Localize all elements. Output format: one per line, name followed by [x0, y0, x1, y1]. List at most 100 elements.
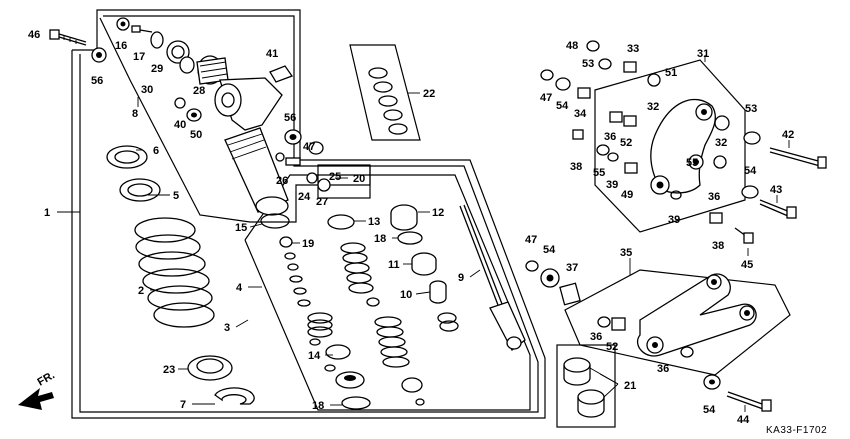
callout-12: 12	[432, 207, 444, 219]
callout-31: 31	[697, 48, 709, 60]
callout-36d: 36	[657, 363, 669, 375]
callout-30: 30	[141, 84, 153, 96]
callout-32b: 32	[715, 137, 727, 149]
callout-43: 43	[770, 184, 782, 196]
lock-ring-5	[119, 178, 161, 202]
linkage-bushings	[540, 40, 761, 224]
callout-51: 51	[665, 67, 677, 79]
stopper-7	[214, 387, 255, 405]
callout-18b: 18	[312, 400, 324, 412]
parts	[18, 17, 827, 418]
callout-17: 17	[133, 51, 145, 63]
callout-29: 29	[151, 63, 163, 75]
drawing-code: KA33-F1702	[766, 425, 827, 436]
callout-40: 40	[174, 119, 186, 131]
small-washers-28-40-50	[174, 97, 202, 122]
callout-46: 46	[28, 29, 40, 41]
callout-56b: 56	[284, 112, 296, 124]
callout-54d: 54	[703, 404, 716, 416]
callout-3: 3	[224, 322, 230, 334]
bushing-set-21	[563, 357, 605, 418]
bolt-46	[49, 29, 87, 46]
callout-55b: 55	[686, 157, 698, 169]
linkage-rod-35	[636, 273, 757, 357]
callout-50: 50	[190, 129, 202, 141]
linkage-pivot-parts	[525, 260, 581, 306]
callout-14: 14	[308, 350, 321, 362]
spring-seat-23	[187, 355, 233, 381]
callout-45: 45	[741, 259, 753, 271]
bolts-42-43-45	[734, 147, 827, 244]
spring-2	[134, 217, 215, 328]
callout-48: 48	[566, 40, 578, 52]
callout-27: 27	[316, 196, 328, 208]
damper-stack-lower	[324, 344, 425, 410]
seal-41	[269, 65, 294, 83]
damper-spring-13	[327, 214, 380, 307]
callout-52a: 52	[620, 137, 632, 149]
valve-parts-24-26-27	[275, 152, 331, 192]
callout-10: 10	[400, 289, 412, 301]
callout-34: 34	[574, 108, 587, 120]
nut-56-right	[284, 129, 324, 155]
callout-22: 22	[423, 88, 435, 100]
callout-41: 41	[266, 48, 278, 60]
callout-8: 8	[132, 108, 138, 120]
o-ring-18-upper	[397, 231, 423, 245]
piston-12	[390, 204, 418, 231]
callout-47c: 47	[525, 234, 537, 246]
callout-38a: 38	[570, 161, 582, 173]
callout-54c: 54	[543, 244, 556, 256]
lock-ring-6	[106, 145, 148, 169]
callout-21: 21	[624, 380, 636, 392]
callout-47b: 47	[540, 92, 552, 104]
callout-36a: 36	[604, 131, 616, 143]
leader-lines	[57, 55, 790, 412]
shock-body	[214, 77, 289, 216]
front-direction-arrow-icon	[18, 388, 54, 410]
washer-set-22	[368, 67, 408, 135]
group-frames	[71, 9, 791, 428]
callout-39b: 39	[668, 214, 680, 226]
callout-16: 16	[115, 40, 127, 52]
callout-19: 19	[302, 238, 314, 250]
callout-36b: 36	[708, 191, 720, 203]
callout-15: 15	[235, 222, 247, 234]
callout-24: 24	[298, 191, 311, 203]
callout-55a: 55	[593, 167, 605, 179]
callout-11: 11	[388, 259, 400, 271]
bushing-11	[411, 252, 437, 276]
callout-36c: 36	[590, 331, 602, 343]
callout-25: 25	[329, 171, 341, 183]
front-direction-label: FR.	[36, 369, 57, 388]
damper-rod-9	[459, 204, 526, 351]
callout-5: 5	[173, 190, 179, 202]
callout-labels: 1 2 3 4 5 6 7 8 9 10 11 12 13 14 15 16 1…	[28, 29, 827, 436]
callout-35: 35	[620, 247, 632, 259]
callout-49: 49	[621, 189, 633, 201]
callout-52b: 52	[606, 341, 618, 353]
callout-32a: 32	[647, 101, 659, 113]
nut-56-left	[91, 47, 107, 63]
damper-stack-left	[279, 236, 333, 346]
callout-7: 7	[180, 399, 186, 411]
callout-20: 20	[353, 173, 365, 185]
collar-10	[429, 280, 447, 304]
callout-2: 2	[138, 285, 144, 297]
linkage-arm-31	[650, 98, 716, 195]
callout-23: 23	[163, 364, 175, 376]
damper-spring-center	[374, 312, 459, 368]
linkage-rod-bushings	[597, 316, 694, 358]
callout-18a: 18	[374, 233, 386, 245]
callout-13: 13	[368, 216, 380, 228]
reservoir-parts	[116, 17, 195, 74]
callout-54b: 54	[744, 165, 757, 177]
callout-1: 1	[44, 207, 50, 219]
callout-4: 4	[236, 282, 243, 294]
bolt-44-washer-54	[703, 374, 772, 412]
callout-37: 37	[566, 262, 578, 274]
callout-56a: 56	[91, 75, 103, 87]
callout-38b: 38	[712, 240, 724, 252]
callout-39a: 39	[606, 179, 618, 191]
